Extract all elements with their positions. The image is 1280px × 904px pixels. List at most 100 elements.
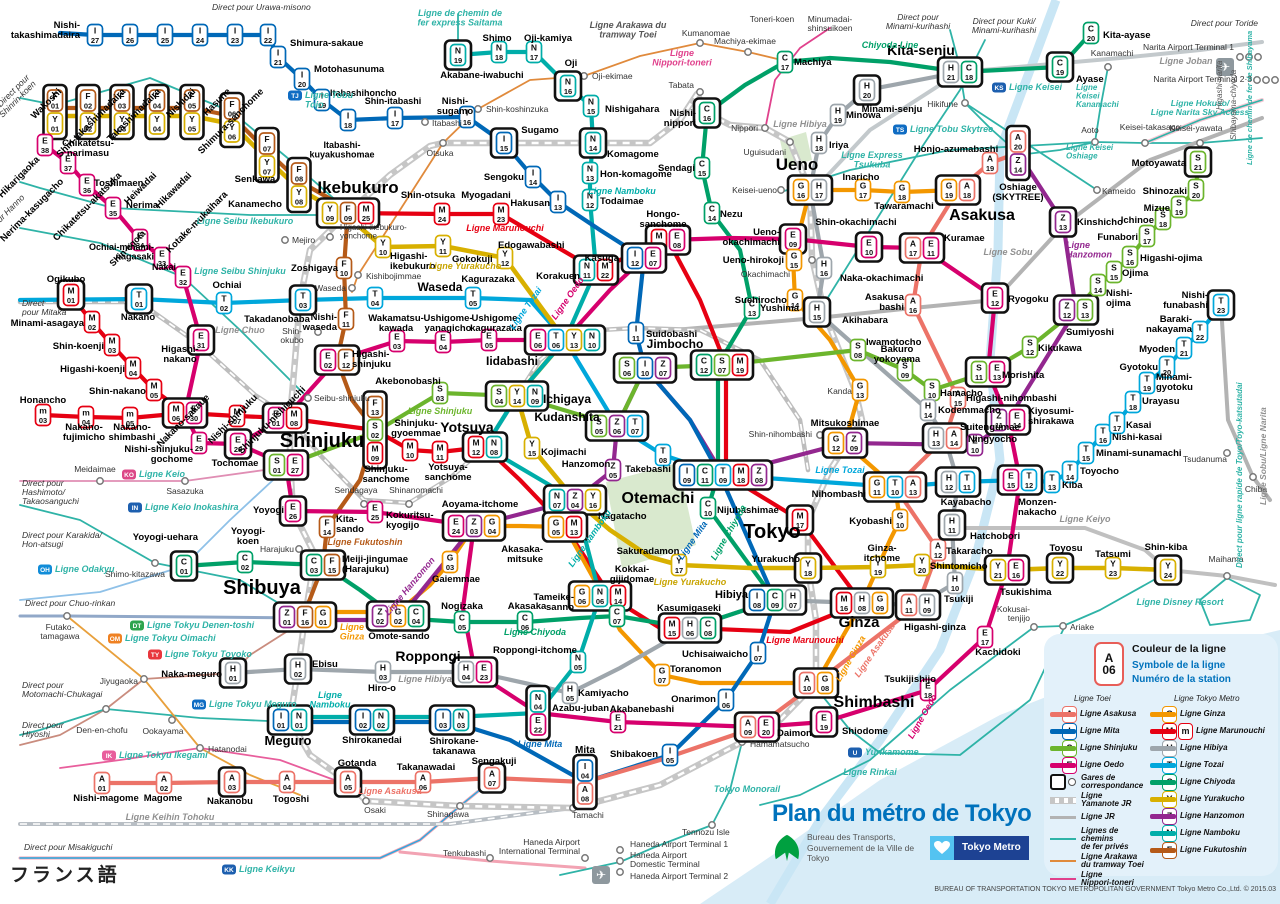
svg-text:H: H	[949, 516, 955, 526]
svg-text:12: 12	[1026, 348, 1034, 357]
map-label: Itabashi	[432, 118, 462, 128]
svg-text:Y: Y	[529, 439, 535, 449]
svg-text:03: 03	[118, 125, 126, 134]
legend-line-swatch	[1150, 847, 1176, 853]
legend-extra-swatch-jr	[1050, 815, 1076, 820]
svg-text:N: N	[565, 77, 571, 87]
station-H02: H02	[283, 653, 313, 685]
map-label: Higashi-shinjuku	[352, 349, 391, 370]
map-label: Akebonobashi	[375, 376, 440, 387]
jr-station-circle	[63, 612, 71, 620]
svg-text:19: 19	[1175, 208, 1183, 217]
svg-text:Meiji-jingumae(Harajuku): Meiji-jingumae(Harajuku)	[342, 554, 408, 575]
legend-line-name: Ligne Yurakucho	[1180, 793, 1245, 803]
svg-text:Y: Y	[296, 187, 302, 197]
legend-extra-interchange: Gares de correspondance	[1050, 773, 1150, 791]
map-label: Direct pour ligne rapide de Toyo/Toyo-ka…	[1235, 382, 1244, 568]
station-E31: E31	[186, 324, 216, 356]
svg-text:Edogawabashi: Edogawabashi	[498, 240, 565, 251]
svg-text:06: 06	[552, 341, 560, 350]
line-keikyu-top	[19, 779, 493, 859]
svg-text:17: 17	[859, 191, 867, 200]
station-F10: F10	[335, 256, 353, 280]
map-label: Ikebukuro	[317, 178, 398, 197]
station-M17: M17	[785, 504, 815, 536]
svg-text:F: F	[341, 259, 346, 269]
map-label: Direct pour Misakiguchi	[24, 842, 113, 852]
svg-text:08: 08	[290, 419, 298, 428]
svg-text:E: E	[453, 517, 459, 527]
station-T19: T19	[1138, 371, 1156, 395]
svg-text:Kikukawa: Kikukawa	[1038, 343, 1083, 354]
svg-text:14: 14	[589, 144, 598, 153]
svg-text:25: 25	[362, 214, 370, 223]
svg-text:Narita Airport Terminal 2·3: Narita Airport Terminal 2·3	[1153, 74, 1252, 84]
station-E19: E19	[809, 706, 839, 738]
svg-text:Tatsumi: Tatsumi	[1095, 549, 1131, 560]
svg-text:Ueno-okachimachi: Ueno-okachimachi	[722, 227, 780, 248]
svg-text:11: 11	[873, 488, 881, 497]
svg-text:03: 03	[379, 673, 387, 682]
map-label: Iidabashi	[486, 354, 538, 368]
svg-text:T: T	[470, 289, 476, 299]
jr-station-circle	[696, 88, 704, 96]
svg-text:Ginza: Ginza	[839, 614, 880, 631]
svg-text:Nishigahara: Nishigahara	[605, 104, 660, 115]
map-label: Honjo-azumabashi	[914, 144, 998, 155]
map-label: Maihama	[1209, 554, 1244, 564]
svg-text:I: I	[503, 134, 505, 144]
legend-extra-swatch-tram	[1050, 860, 1076, 863]
map-label: Nagatacho	[598, 511, 647, 522]
line-hokuso2	[1144, 99, 1263, 144]
svg-text:Kayabacho: Kayabacho	[941, 497, 992, 508]
svg-text:Hikifune: Hikifune	[927, 99, 958, 109]
svg-text:I: I	[347, 111, 349, 121]
svg-text:T: T	[720, 466, 726, 476]
svg-text:10: 10	[379, 248, 387, 257]
svg-text:Tochomae: Tochomae	[212, 458, 259, 469]
svg-text:N: N	[455, 46, 461, 56]
svg-text:Kita-sando: Kita-sando	[336, 514, 364, 535]
line-keisei-kanamachi	[1094, 66, 1109, 143]
svg-text:Ligne Keikyu: Ligne Keikyu	[239, 864, 296, 874]
station-Y10: Y10	[374, 235, 392, 259]
svg-text:Inaricho: Inaricho	[843, 172, 880, 183]
svg-text:DT: DT	[133, 623, 142, 630]
svg-text:Z: Z	[614, 417, 619, 427]
station-N12: N12	[581, 188, 599, 212]
svg-text:M: M	[668, 619, 675, 629]
map-label: Motoyawata	[1132, 158, 1187, 169]
svg-text:07: 07	[553, 501, 561, 510]
svg-text:N: N	[535, 692, 541, 702]
svg-text:Y: Y	[440, 237, 446, 247]
svg-text:09: 09	[531, 397, 539, 406]
legend-number-label: Numéro de la station	[1132, 674, 1231, 685]
svg-text:15: 15	[1082, 454, 1090, 463]
svg-text:Naka-okachimachi: Naka-okachimachi	[840, 273, 923, 284]
map-label: Osaki	[364, 805, 386, 815]
svg-text:Shimo: Shimo	[482, 33, 511, 44]
map-label: Shinozaki	[1143, 186, 1187, 197]
svg-text:T: T	[1197, 323, 1203, 333]
station-I14: I14	[524, 165, 542, 189]
svg-text:E: E	[535, 331, 541, 341]
svg-text:03: 03	[310, 566, 318, 575]
station-M23: M23	[492, 202, 510, 226]
svg-text:I: I	[94, 26, 96, 36]
svg-text:02: 02	[88, 323, 96, 332]
station-E32: E32	[174, 265, 192, 289]
jr-station-circle	[961, 99, 969, 107]
tokyo-metro-heart-icon	[930, 835, 954, 860]
station-C17: C17	[776, 50, 794, 74]
station-T14: T14	[1061, 460, 1079, 484]
map-label: Funabori	[1097, 232, 1138, 243]
svg-text:21: 21	[614, 723, 622, 732]
station-A06: A06	[414, 770, 432, 794]
svg-text:05: 05	[458, 623, 466, 632]
